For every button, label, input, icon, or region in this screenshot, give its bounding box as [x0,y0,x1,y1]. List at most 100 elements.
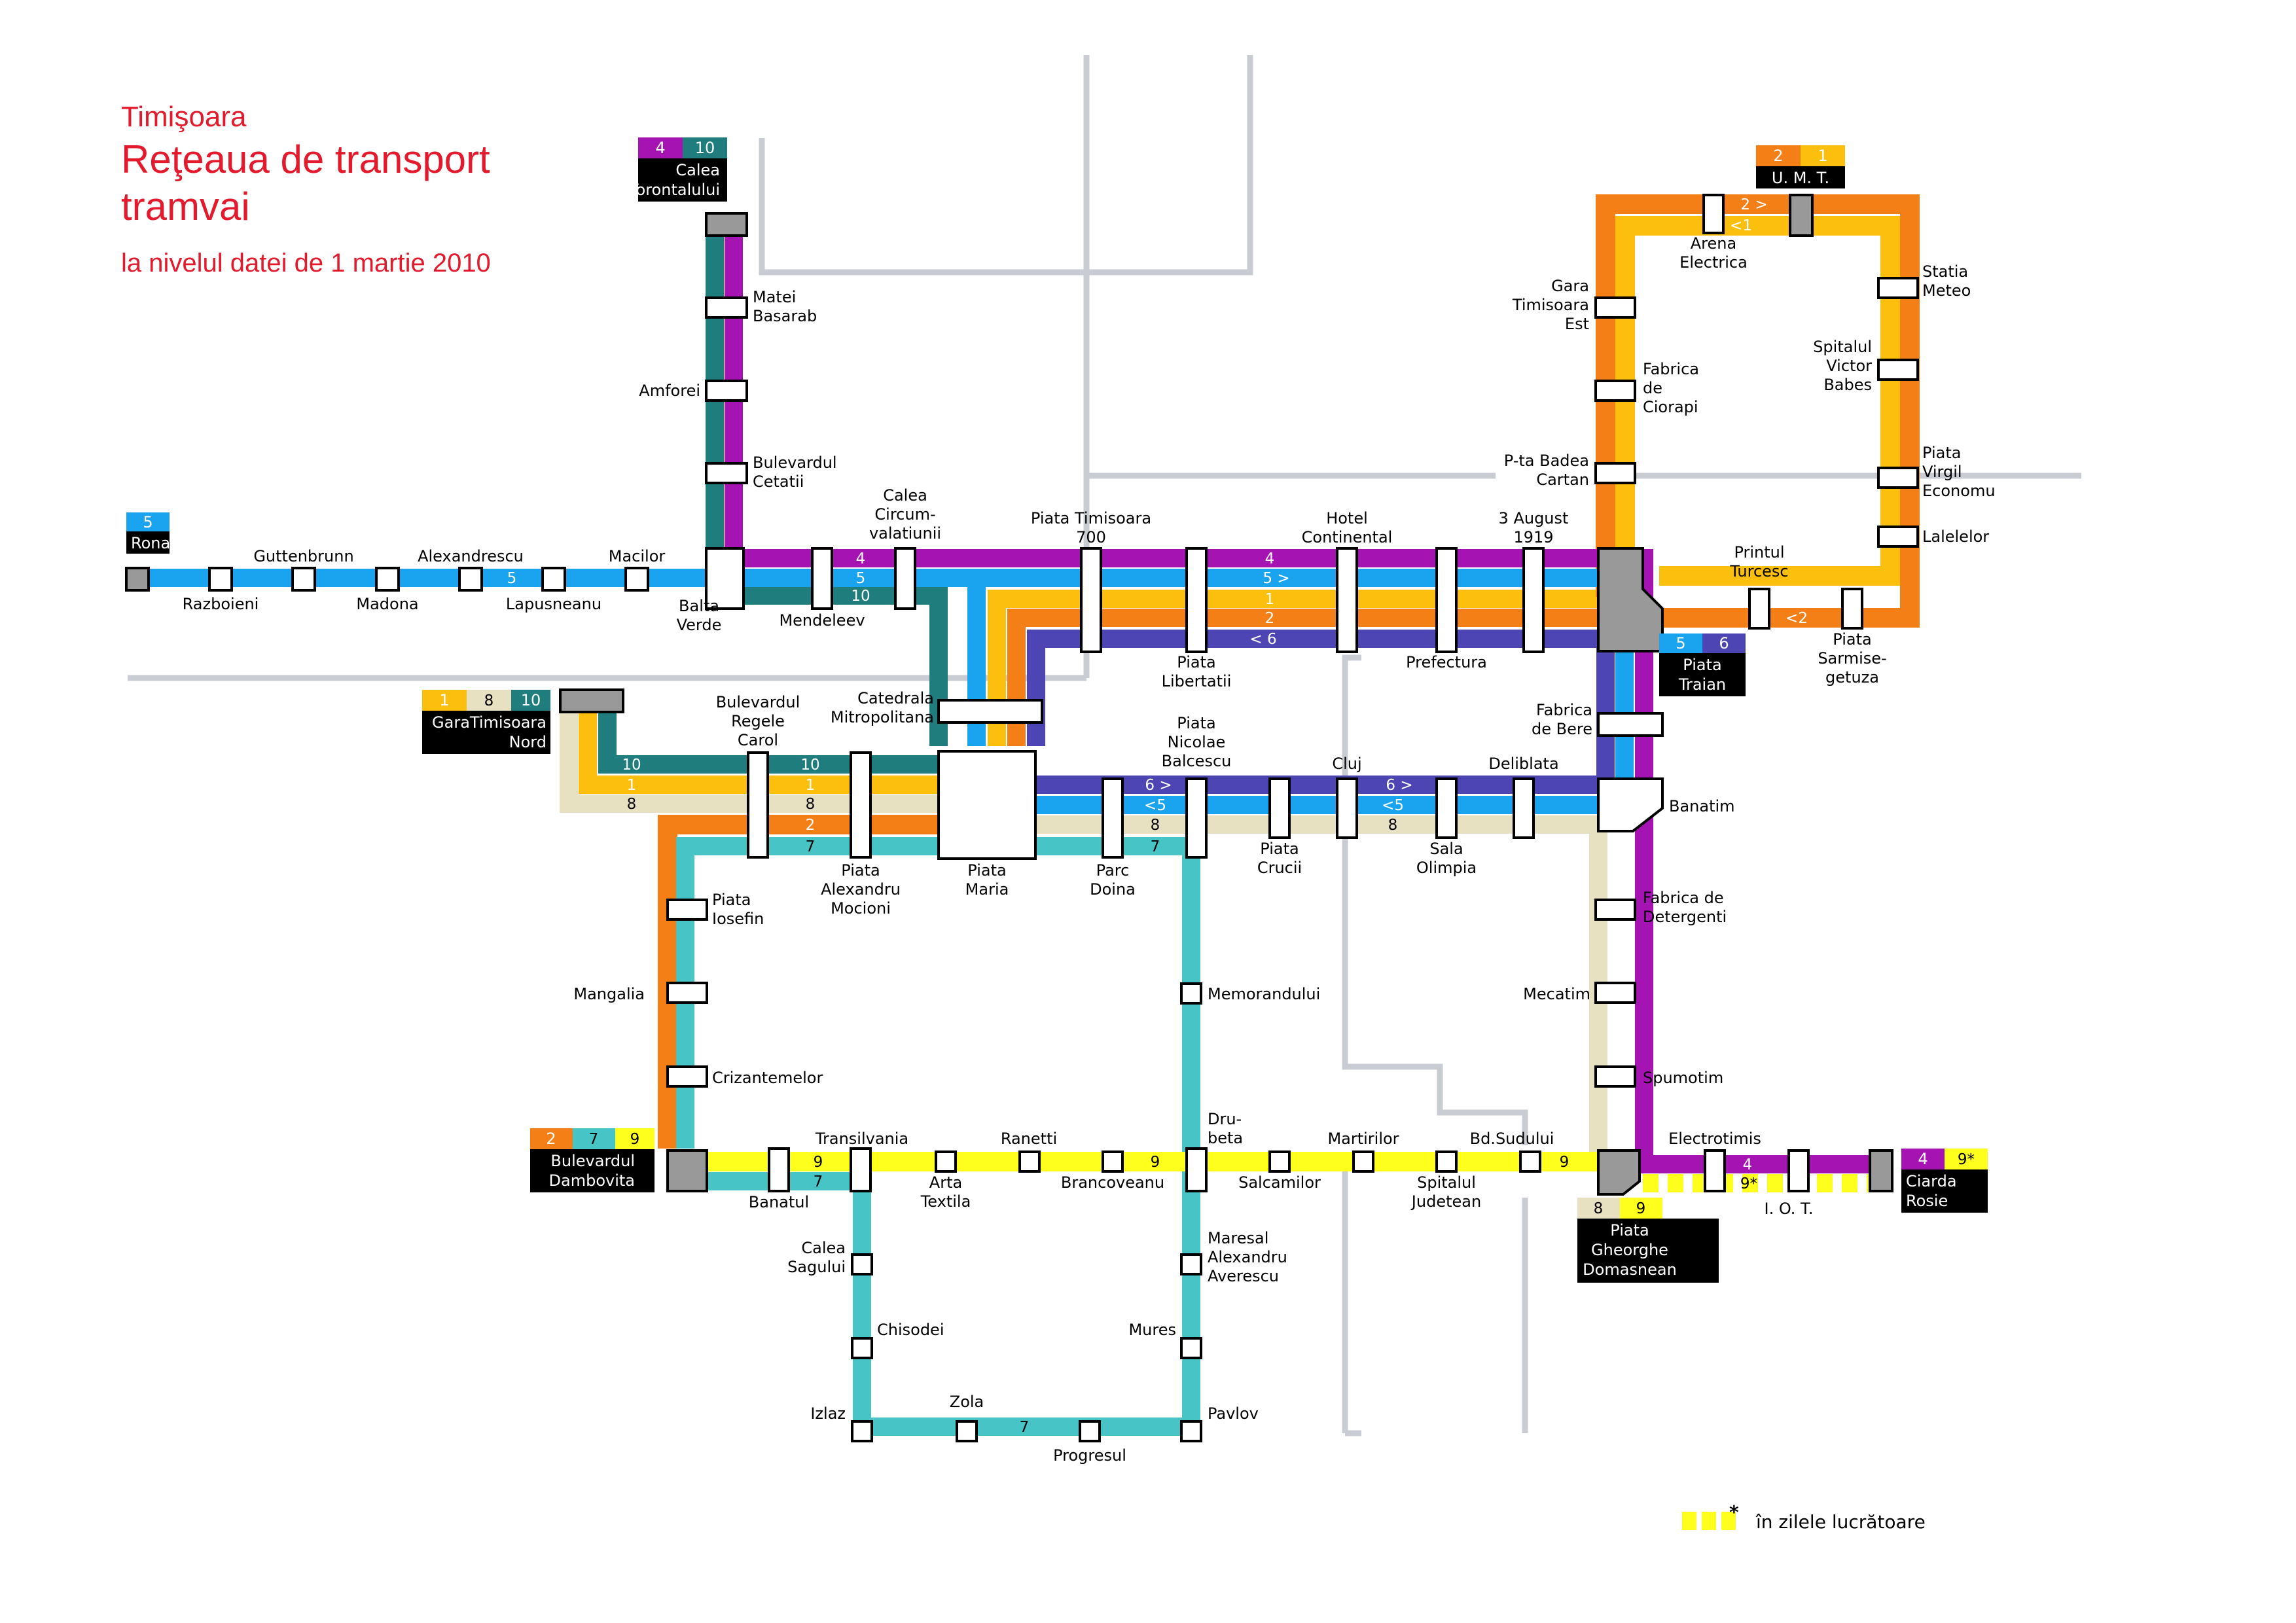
svg-text:Mures: Mures [1128,1321,1176,1339]
svg-text:Chisodei: Chisodei [877,1321,944,1339]
svg-text:Macilor: Macilor [609,547,666,565]
svg-text:8: 8 [1594,1200,1604,1217]
svg-text:Ranetti: Ranetti [1001,1130,1057,1148]
svg-text:9: 9 [630,1131,640,1148]
svg-text:Alexandru: Alexandru [821,880,901,899]
svg-text:Piata: Piata [1177,714,1215,732]
svg-text:getuza: getuza [1825,668,1879,687]
svg-text:10: 10 [695,139,715,157]
line-1-loop [1615,216,1900,586]
svg-text:1919: 1919 [1513,528,1553,546]
svg-text:Izlaz: Izlaz [810,1404,846,1423]
svg-text:Crucii: Crucii [1257,859,1302,877]
svg-text:Guttenbrunn: Guttenbrunn [253,547,353,565]
svg-text:Pavlov: Pavlov [1208,1404,1259,1423]
station-stops [208,194,1919,1442]
svg-text:Continental: Continental [1302,528,1393,546]
svg-text:Zola: Zola [950,1393,984,1411]
terminal-caps [125,194,1893,1192]
svg-text:Martirilor: Martirilor [1327,1130,1399,1148]
hub-piata-maria [937,750,1037,860]
svg-text:Olimpia: Olimpia [1416,859,1477,877]
svg-text:Progresul: Progresul [1053,1446,1126,1465]
svg-text:de: de [1643,379,1662,397]
track-labels: 5 4 5 10 4 5 > 1 2 < 6 10 1 8 10 1 8 2 7… [507,196,1827,1436]
line-label: 4 [1743,1156,1753,1173]
svg-text:Piata: Piata [1922,444,1961,462]
svg-text:Cartan: Cartan [1536,471,1589,489]
title-line1: Reţeaua de transport [121,137,490,181]
svg-text:Regele: Regele [731,712,785,730]
line-label: 8 [1388,817,1398,834]
line-label: 9 [814,1154,823,1171]
svg-text:Calea: Calea [883,486,927,505]
legend-text: în zilele lucrătoare [1755,1511,1926,1533]
svg-text:Amforei: Amforei [639,382,700,400]
svg-text:Averescu: Averescu [1208,1267,1279,1285]
line-7-path [676,837,1200,1436]
svg-text:Judetean: Judetean [1410,1192,1481,1211]
hub-dambovita [666,1149,708,1192]
line-label: 7 [806,838,816,855]
svg-text:Alexandrescu: Alexandrescu [418,547,524,565]
line-label: 8 [806,796,816,813]
svg-text:Alexandru: Alexandru [1208,1248,1287,1266]
line-label: 5 [856,570,866,587]
svg-text:Calea: Calea [675,161,720,179]
terminal-dambovita: 2 7 9 Bulevardul Dambovita [530,1128,655,1192]
svg-text:Memorandului: Memorandului [1208,985,1320,1003]
svg-text:Fabrica de: Fabrica de [1643,889,1724,907]
svg-text:Meteo: Meteo [1922,281,1971,300]
svg-text:Mitropolitana: Mitropolitana [831,708,934,726]
svg-text:Piata: Piata [1833,630,1871,649]
legend-star: * [1729,1501,1739,1523]
svg-text:Piata: Piata [967,861,1006,880]
terminal-umt: 2 1 U. M. T. [1756,145,1845,188]
svg-text:Doina: Doina [1090,880,1136,899]
svg-text:I. O. T.: I. O. T. [1765,1200,1814,1218]
line-10-path [706,216,948,746]
svg-text:Babes: Babes [1823,376,1872,394]
line-10-path-west [598,694,939,774]
svg-text:beta: beta [1208,1129,1243,1147]
svg-text:P-ta Badea: P-ta Badea [1504,452,1589,470]
map-title: Timişoara Reţeaua de transport tramvai l… [121,98,491,278]
svg-text:Arena: Arena [1691,234,1736,253]
svg-text:Bulevardul: Bulevardul [716,693,800,711]
svg-text:Nord: Nord [509,733,547,751]
city-name: Timişoara [121,101,247,133]
svg-text:Banatul: Banatul [749,1193,809,1211]
svg-text:Balta: Balta [679,597,719,615]
line-label: 1 [1265,591,1275,608]
svg-text:GaraTimisoara: GaraTimisoara [432,713,547,732]
svg-text:Ciorapi: Ciorapi [1643,398,1698,416]
line-8-path [560,694,939,813]
svg-text:3 August: 3 August [1499,509,1569,527]
hub-blocks [666,547,1664,1196]
line-label: 4 [1265,550,1275,567]
svg-text:Brancoveanu: Brancoveanu [1061,1173,1164,1192]
svg-text:Piata: Piata [1260,840,1299,858]
line-label: 10 [622,757,641,774]
svg-text:Torontalului: Torontalului [628,181,720,199]
svg-text:Fabrica: Fabrica [1536,701,1592,719]
line-2-loop [1596,194,1920,628]
svg-text:Dru-: Dru- [1208,1110,1242,1128]
svg-text:Victor: Victor [1826,357,1872,375]
svg-text:2: 2 [546,1130,556,1148]
svg-text:10: 10 [521,691,541,709]
svg-text:Catedrala: Catedrala [857,689,934,707]
line-label: 5 [507,570,517,587]
svg-text:Bd.Sudului: Bd.Sudului [1470,1130,1554,1148]
svg-text:4: 4 [1918,1150,1928,1168]
svg-text:4: 4 [655,139,665,157]
line-label: 2 [1265,610,1275,627]
svg-text:de Bere: de Bere [1532,720,1592,738]
svg-text:Traian: Traian [1678,675,1726,694]
svg-text:Piata: Piata [712,891,751,909]
line-label: 8 [627,796,637,813]
svg-text:Cetatii: Cetatii [753,473,804,491]
svg-text:Parc: Parc [1096,861,1130,880]
svg-text:Sarmise-: Sarmise- [1818,649,1886,668]
